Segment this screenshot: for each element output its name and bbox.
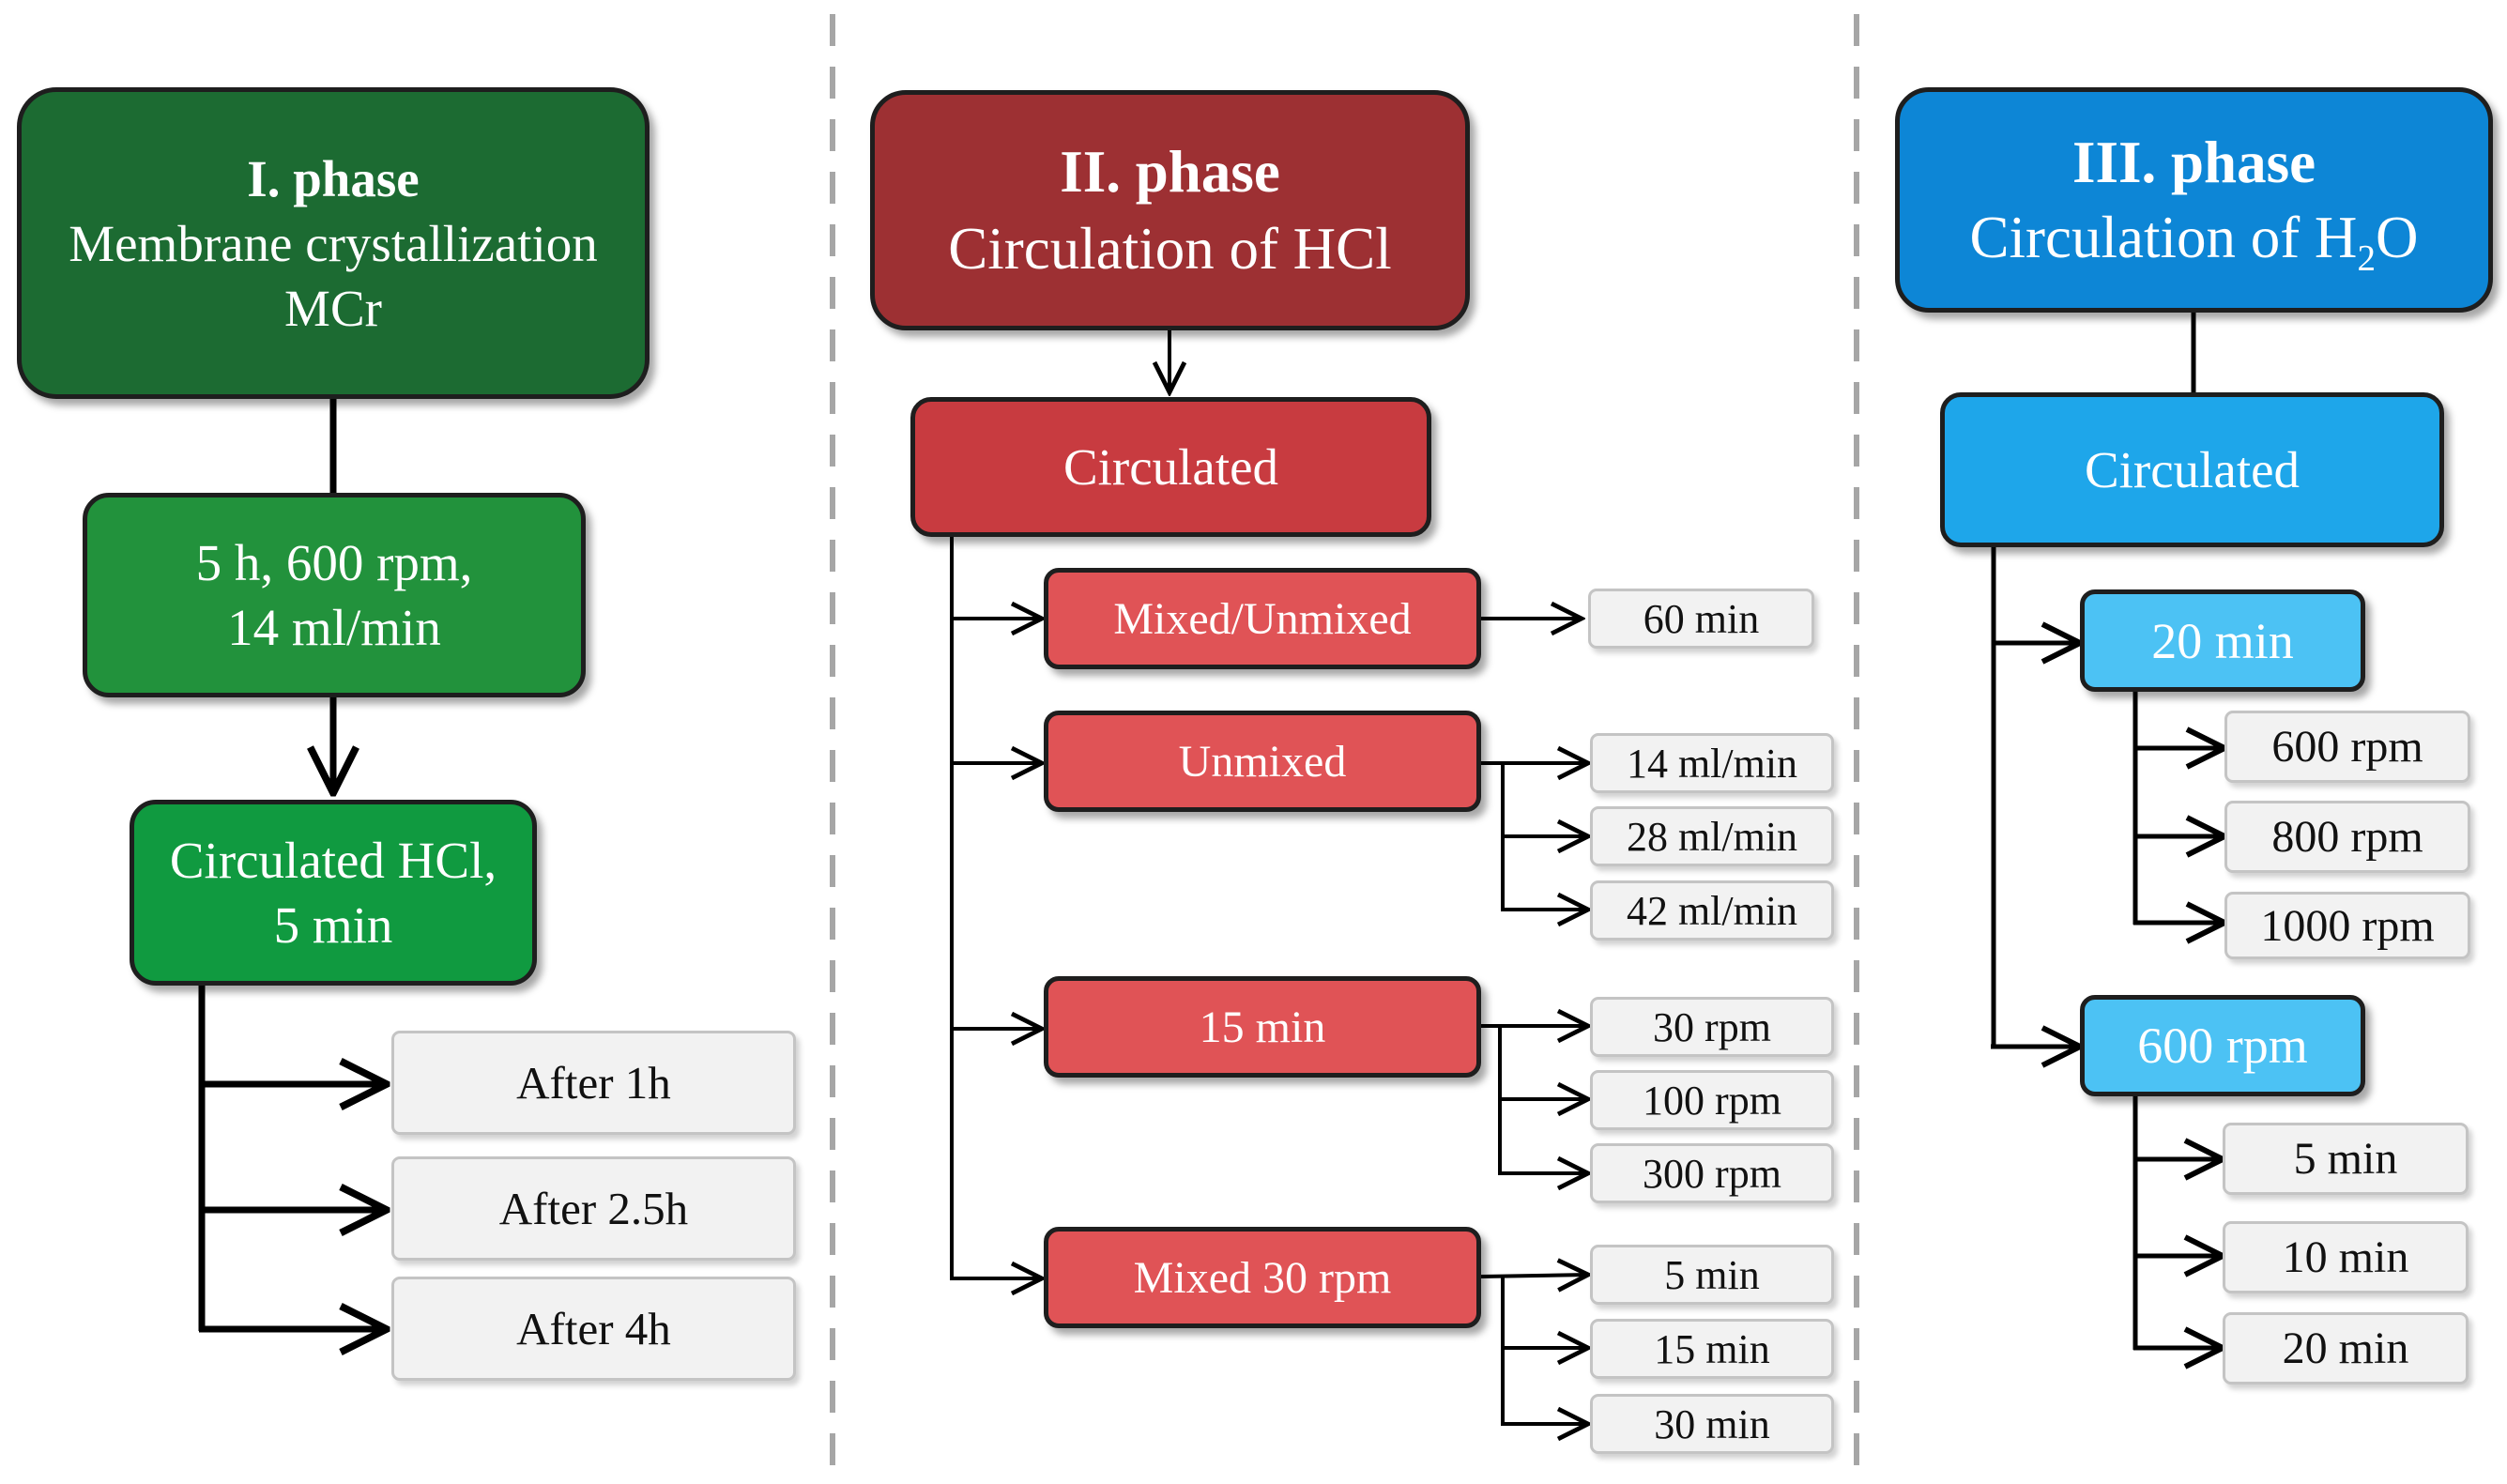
phase2-subtitle: Circulation of HCl: [948, 216, 1392, 282]
phase1-circulated-line2: 5 min: [273, 896, 393, 954]
phase1-conditions-line2: 14 ml/min: [227, 599, 441, 656]
phase2-group-mixed-unmixed: Mixed/Unmixed: [1044, 568, 1481, 669]
phase3-connectors: [1991, 313, 2224, 1350]
phase3-subtitle-suffix: O: [2375, 205, 2419, 270]
phase2-connectors: [950, 330, 1588, 1424]
phase1-conditions-box: 5 h, 600 rpm, 14 ml/min: [83, 493, 586, 697]
phase2-group-15-min: 15 min: [1044, 976, 1481, 1078]
phase2-title: II. phase: [1060, 139, 1280, 205]
phase2-leaf: 5 min: [1590, 1245, 1834, 1305]
phase2-leaf: 30 rpm: [1590, 997, 1834, 1057]
phase2-leaf: 300 rpm: [1590, 1143, 1834, 1203]
phase3-circulated-label: Circulated: [2084, 441, 2301, 498]
phase3-leaf: 800 rpm: [2224, 801, 2470, 873]
phase3-leaf: 1000 rpm: [2224, 892, 2470, 959]
phase2-group-label: Mixed/Unmixed: [1113, 593, 1412, 644]
phase2-leaf: 42 ml/min: [1590, 880, 1834, 941]
phase2-leaf: 100 rpm: [1590, 1070, 1834, 1130]
phase3-circulated-box: Circulated: [1940, 392, 2444, 547]
phase3-subtitle: Circulation of H2O: [1969, 200, 2419, 277]
phase1-circulated-line1: Circulated HCl,: [169, 832, 497, 889]
phase3-title: III. phase: [2071, 130, 2316, 195]
phase2-group-label: 15 min: [1199, 1002, 1326, 1052]
phase3-group-20-min: 20 min: [2080, 589, 2365, 692]
phase1-subtitle: Membrane crystallization: [69, 214, 598, 272]
phase3-leaf: 5 min: [2223, 1123, 2469, 1195]
phase3-header: III. phase Circulation of H2O: [1895, 87, 2493, 313]
phase2-group-unmixed: Unmixed: [1044, 711, 1481, 812]
phase2-leaf: 60 min: [1588, 589, 1814, 649]
phase3-group-label: 20 min: [2151, 612, 2294, 669]
phase3-leaf: 10 min: [2223, 1221, 2469, 1293]
phase2-group-label: Mixed 30 rpm: [1133, 1252, 1392, 1303]
phase1-conditions-line1: 5 h, 600 rpm,: [195, 534, 473, 591]
phase3-subtitle-subscript: 2: [2357, 237, 2376, 279]
phase2-leaf: 30 min: [1590, 1394, 1834, 1454]
phase3-subtitle-prefix: Circulation of H: [1969, 205, 2358, 270]
phase3-leaf: 600 rpm: [2224, 711, 2470, 783]
phase2-leaf: 15 min: [1590, 1319, 1834, 1379]
phase1-leaf-after-1h: After 1h: [391, 1031, 796, 1135]
phase1-title: I. phase: [247, 149, 420, 207]
phase1-connectors: [198, 399, 387, 1331]
phase2-leaf: 14 ml/min: [1590, 733, 1834, 793]
phase1-leaf-after-4h: After 4h: [391, 1277, 796, 1381]
phase3-leaf: 20 min: [2223, 1312, 2469, 1385]
phase3-group-label: 600 rpm: [2137, 1017, 2308, 1074]
phase3-group-600-rpm: 600 rpm: [2080, 995, 2365, 1096]
phase2-circulated-label: Circulated: [1062, 438, 1279, 496]
phase2-circulated-box: Circulated: [910, 397, 1431, 537]
phase2-group-label: Unmixed: [1178, 736, 1347, 787]
phase2-group-mixed-30-rpm: Mixed 30 rpm: [1044, 1227, 1481, 1328]
phase1-circulated-box: Circulated HCl, 5 min: [130, 800, 537, 986]
phase2-leaf: 28 ml/min: [1590, 806, 1834, 866]
phase1-header: I. phase Membrane crystallization MCr: [17, 87, 650, 399]
phase1-leaf-after-2-5h: After 2.5h: [391, 1156, 796, 1261]
phase2-header: II. phase Circulation of HCl: [870, 90, 1470, 330]
phase1-abbrev: MCr: [284, 279, 382, 337]
